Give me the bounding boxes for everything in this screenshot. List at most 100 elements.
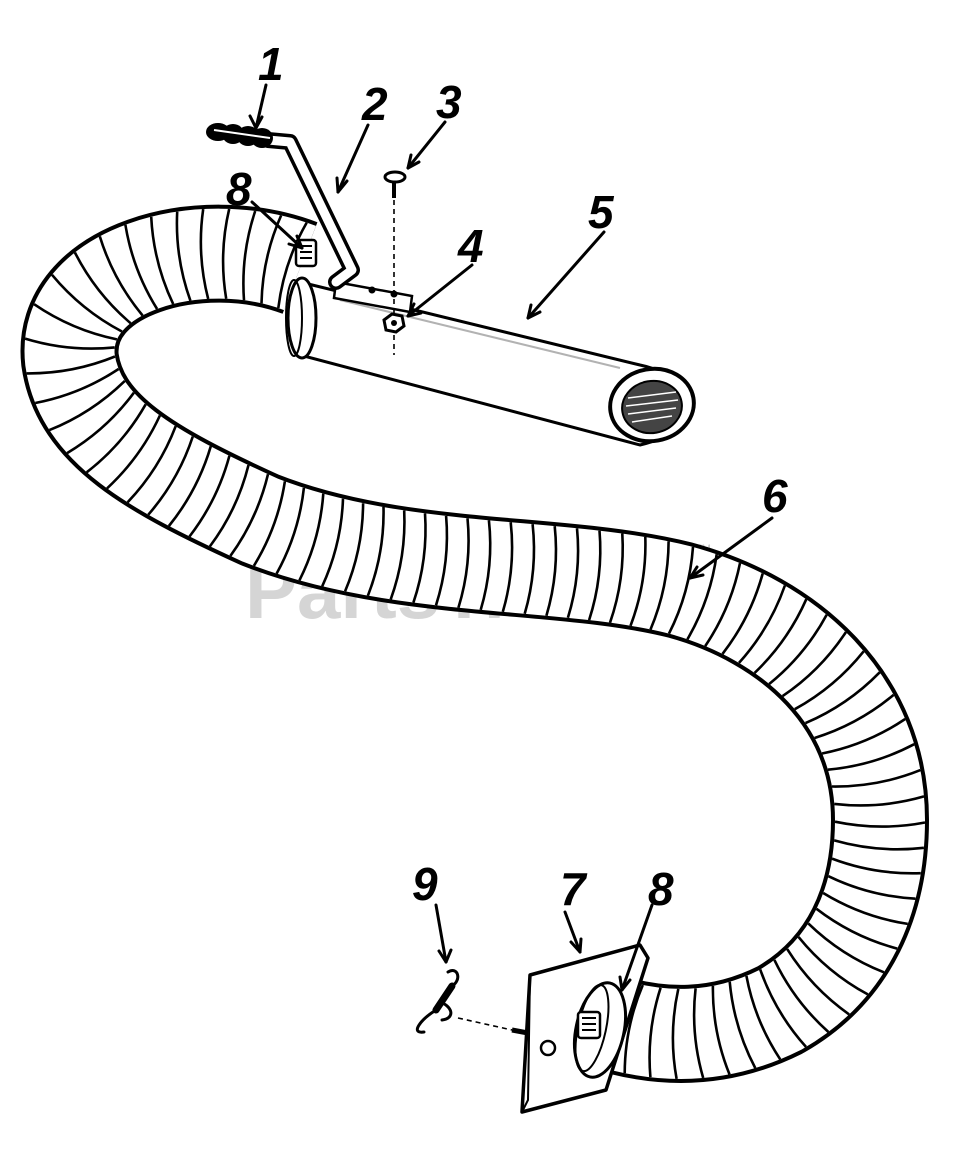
hose-rib — [807, 922, 885, 974]
handle — [260, 132, 360, 290]
hose-rib — [50, 273, 123, 333]
flexible-hose — [20, 204, 929, 1083]
hose-rib — [242, 210, 257, 301]
hose-rib — [831, 857, 921, 875]
callout-3: 3 — [436, 76, 462, 128]
hose-rib — [389, 510, 406, 600]
hose-rib — [768, 614, 828, 686]
assembly-line-wing-nut — [457, 1017, 513, 1031]
callout-1: 1 — [258, 38, 284, 90]
callout-9: 9 — [412, 858, 438, 910]
hose-rib — [834, 795, 925, 807]
hose-rib — [781, 631, 847, 698]
hose-rib — [623, 984, 644, 1074]
hose-rib — [35, 367, 120, 405]
leader-lines — [248, 83, 774, 992]
hose-rib — [66, 391, 135, 455]
hose-rib — [298, 493, 325, 581]
nut — [382, 312, 406, 334]
callout-8-lower: 8 — [648, 863, 674, 915]
hose-rib — [827, 875, 916, 900]
hose-corrugations — [24, 208, 926, 1080]
hose-rib — [822, 891, 908, 926]
callout-2: 2 — [361, 78, 388, 130]
hose-rib — [704, 562, 742, 647]
hose-rib — [738, 585, 787, 664]
hose-rib — [167, 445, 213, 527]
hose-rib — [827, 743, 915, 771]
hose-rib — [126, 425, 177, 504]
hose-rib — [815, 907, 898, 950]
hose-rib — [252, 481, 287, 567]
hose-rib — [208, 464, 250, 548]
hose-rib — [457, 518, 470, 609]
hose-rib — [147, 436, 195, 516]
hose-rib — [794, 650, 865, 711]
hose-rib — [758, 968, 807, 1048]
hose-rib — [98, 236, 144, 317]
hose-rib — [667, 546, 695, 635]
hose-rib — [834, 820, 926, 828]
hose-rib — [479, 520, 492, 611]
hose-rib — [85, 403, 147, 474]
hose-rib — [221, 208, 231, 300]
hose-rib — [366, 506, 385, 597]
callout-labels: 1 2 3 4 5 6 7 8 8 9 — [226, 38, 788, 915]
hose-rib — [814, 693, 895, 740]
hose-rib — [321, 498, 345, 587]
hose-rib — [833, 839, 925, 851]
mounting-stud — [511, 1027, 529, 1036]
hose-rib — [175, 211, 192, 302]
hose-rib — [721, 573, 764, 655]
hose-rib — [649, 541, 670, 631]
callout-5: 5 — [588, 186, 615, 238]
callout-4: 4 — [457, 220, 484, 272]
screw — [383, 170, 407, 198]
hose-rib — [608, 533, 625, 624]
callout-8-upper: 8 — [226, 163, 252, 215]
hose-rib — [753, 598, 808, 674]
hose-rib — [501, 522, 514, 613]
hose-rib — [728, 981, 757, 1069]
hose-rib — [629, 536, 647, 627]
callout-7: 7 — [560, 863, 588, 915]
hose-rib — [745, 975, 782, 1061]
hose-rib — [188, 455, 231, 538]
hose-rib — [686, 554, 718, 640]
wing-nut — [415, 969, 460, 1034]
hose-rib — [566, 528, 580, 619]
hose-rib — [821, 717, 906, 755]
hose-clamp-upper — [285, 238, 318, 360]
hose-rib — [587, 530, 602, 621]
hose-rib — [692, 988, 705, 1079]
hose-rib — [804, 671, 881, 725]
hose-rib — [106, 414, 162, 490]
hose-rib — [786, 948, 850, 1016]
hose-rib — [33, 303, 118, 341]
hose-rib — [229, 473, 270, 557]
hose-rib — [343, 503, 365, 592]
hose-rib — [24, 337, 115, 350]
hose-rib — [199, 208, 210, 300]
handle-grip — [206, 123, 273, 148]
hose-rib — [671, 988, 680, 1080]
hose-rib — [26, 355, 116, 375]
hose-rib — [545, 525, 558, 617]
hose-rib — [73, 251, 132, 325]
hose-rib — [412, 513, 427, 604]
hose-rib — [275, 487, 306, 575]
hose-rib — [149, 216, 175, 305]
hose-clamp-lower — [572, 981, 628, 1079]
hose-rib — [648, 987, 662, 1078]
hose-rib — [711, 985, 731, 1075]
hose-rib — [523, 523, 536, 615]
hose-rib — [831, 768, 921, 788]
hose-rib — [434, 515, 449, 606]
hose-rib — [277, 221, 308, 309]
hose-rib — [797, 936, 869, 996]
callout-6: 6 — [762, 470, 788, 522]
hose-rib — [48, 379, 126, 432]
hose-rib — [773, 959, 830, 1033]
